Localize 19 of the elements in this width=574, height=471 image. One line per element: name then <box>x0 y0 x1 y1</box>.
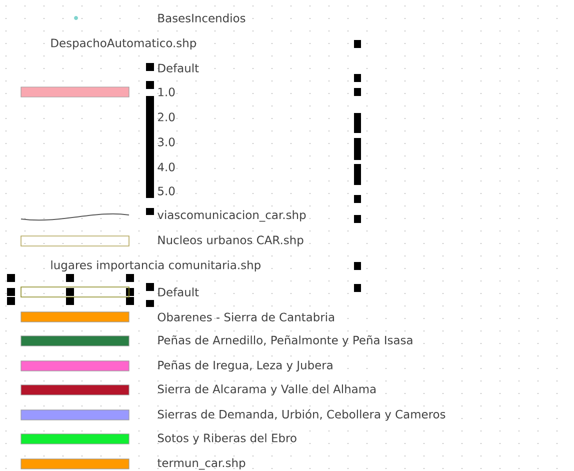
legend-label: termun_car.shp <box>158 458 246 470</box>
legend-label: 1.0 <box>158 88 175 96</box>
class-label: 3.0 <box>158 138 175 146</box>
class-label: 5.0 <box>158 186 175 196</box>
class-label: 4.0 <box>158 162 175 172</box>
legend-label: Peñas de Arnedillo, Peñalmonte y Peña Isasa <box>158 335 412 347</box>
class-label: 2.0 <box>158 112 175 122</box>
legend-label: Sierra de Alcarama y Valle del Alhama <box>158 384 376 396</box>
legend-label: Sotos y Riberas del Ebro <box>158 433 296 445</box>
legend-label: Obarenes - Sierra de Cantabria <box>158 312 334 322</box>
legend-label: Peñas de Iregua, Leza y Jubera <box>158 360 332 372</box>
class-label: Default <box>158 64 199 72</box>
legend-label: Nucleos urbanos CAR.shp <box>158 235 304 247</box>
legend-label: viascomunicacion_car.shp <box>158 210 306 222</box>
legend-label: BasesIncendios <box>158 14 246 22</box>
layer-name: DespachoAutomatico.shp <box>51 38 196 50</box>
legend-label: Default <box>158 288 199 296</box>
layer-name: lugares importancia comunitaria.shp <box>51 260 260 272</box>
legend-label: Sierras de Demanda, Urbión, Cebollera y Cameros <box>158 409 446 421</box>
